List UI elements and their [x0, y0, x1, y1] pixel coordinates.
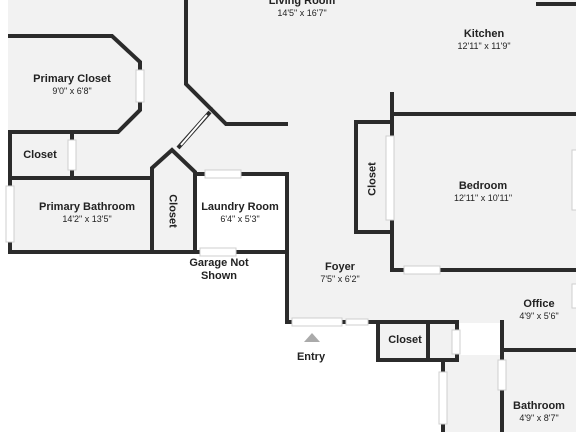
room-dims: 9'0" x 6'8"	[52, 86, 92, 96]
opening-laundry-top	[204, 169, 242, 179]
opening-closet-door	[135, 69, 145, 103]
opening-left-closet-door	[67, 139, 77, 171]
opening-bedroom-closet	[385, 135, 395, 221]
room-dims: 12'11" x 11'9"	[457, 41, 511, 51]
wall-living-left	[184, 0, 213, 111]
opening-bath-door	[497, 359, 507, 391]
room-foyer: Foyer 7'5" x 6'2"	[320, 261, 359, 285]
room-dims: 7'5" x 6'2"	[320, 274, 360, 284]
opening-entry-door	[291, 317, 343, 327]
room-dims: 14'2" x 13'5"	[62, 214, 112, 224]
garage-note-line1: Garage Not	[189, 257, 249, 269]
room-living-room: Living Room 14'5" x 16'7"	[269, 0, 336, 19]
garage-note: Garage Not Shown	[189, 257, 248, 283]
walls	[8, 0, 576, 432]
room-name: Closet	[366, 162, 379, 196]
room-closet-entry: Closet	[388, 334, 422, 347]
room-kitchen: Kitchen 12'11" x 11'9"	[457, 28, 510, 52]
room-closet-bedroom: Closet	[367, 162, 380, 196]
room-name: Living Room	[268, 0, 336, 7]
room-bathroom: Bathroom 4'9" x 8'7"	[513, 400, 565, 424]
room-dims: 6'4" x 5'3"	[220, 214, 260, 224]
room-name: Closet	[23, 149, 57, 161]
room-closet-left: Closet	[23, 149, 57, 162]
room-closet-hall: Closet	[166, 194, 179, 228]
opening-entry-window	[345, 318, 369, 326]
wall-living-stub	[209, 107, 288, 126]
room-dims: 4'9" x 8'7"	[519, 413, 559, 423]
room-name: Closet	[388, 334, 422, 346]
room-name: Kitchen	[463, 28, 505, 40]
opening-laundry-door	[199, 247, 237, 257]
wall-hall-closet	[150, 147, 197, 254]
room-dims: 14'5" x 16'7"	[277, 8, 327, 18]
opening-office-window	[571, 283, 576, 309]
room-name: Laundry Room	[201, 201, 279, 213]
room-name: Closet	[166, 194, 179, 228]
openings	[5, 69, 576, 425]
opening-bedroom-door	[403, 265, 441, 275]
opening-bath-window	[5, 185, 15, 243]
room-dims: 12'11" x 10'11"	[453, 193, 513, 203]
floor-hall-strip	[443, 355, 500, 432]
opening-diagonal-glass	[180, 114, 208, 146]
opening-entry-closet-door	[451, 329, 461, 355]
room-name: Primary Closet	[33, 73, 111, 85]
room-name: Primary Bathroom	[39, 201, 135, 213]
room-dims: 4'9" x 5'6"	[519, 311, 559, 321]
room-name: Foyer	[325, 261, 355, 273]
entry-marker	[304, 333, 320, 342]
wall-entry-closet	[376, 320, 459, 362]
wall-bedroom-closet	[354, 120, 392, 234]
entry-label: Entry	[296, 351, 326, 363]
wall-laundry	[193, 172, 289, 322]
room-office: Office 4'9" x 5'6"	[519, 298, 558, 322]
opening-hall-window	[438, 371, 448, 425]
garage-note-line2: Shown	[200, 270, 238, 282]
opening-bedroom-window	[571, 149, 576, 211]
room-primary-bathroom: Primary Bathroom 14'2" x 13'5"	[39, 201, 135, 225]
floor-office-bath	[502, 300, 576, 432]
room-name: Office	[523, 298, 555, 310]
room-bedroom: Bedroom 12'11" x 10'11"	[454, 180, 512, 204]
diagonal-opening	[176, 110, 212, 150]
room-primary-closet: Primary Closet 9'0" x 6'8"	[33, 73, 111, 97]
room-name: Bathroom	[513, 400, 565, 412]
room-name: Bedroom	[458, 180, 508, 192]
room-laundry-room: Laundry Room 6'4" x 5'3"	[201, 201, 279, 225]
